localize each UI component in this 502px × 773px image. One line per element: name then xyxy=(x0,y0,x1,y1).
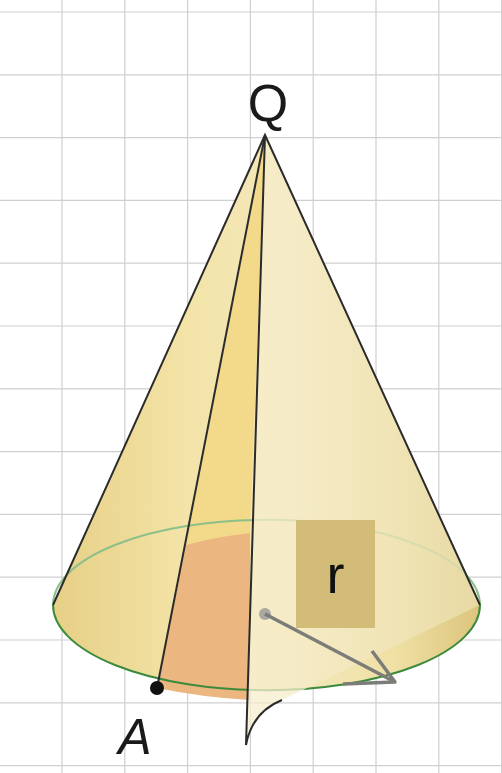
flap-edge xyxy=(246,135,282,745)
grid-line xyxy=(0,11,502,12)
grid-line xyxy=(0,74,502,75)
grid-line xyxy=(438,0,439,773)
grid-line xyxy=(0,137,502,138)
radius-arrowhead xyxy=(343,651,395,684)
point-dot xyxy=(150,681,164,695)
cut-line xyxy=(157,135,265,688)
cut-flap xyxy=(246,135,480,745)
label-box: r xyxy=(296,520,375,628)
label-text: r xyxy=(327,547,345,601)
point-label: A xyxy=(118,712,151,762)
vertex-label: Q xyxy=(248,77,288,129)
cone-outline xyxy=(53,135,480,605)
grid-line xyxy=(501,0,502,773)
grid-line xyxy=(61,0,62,773)
grid-line xyxy=(0,765,502,766)
